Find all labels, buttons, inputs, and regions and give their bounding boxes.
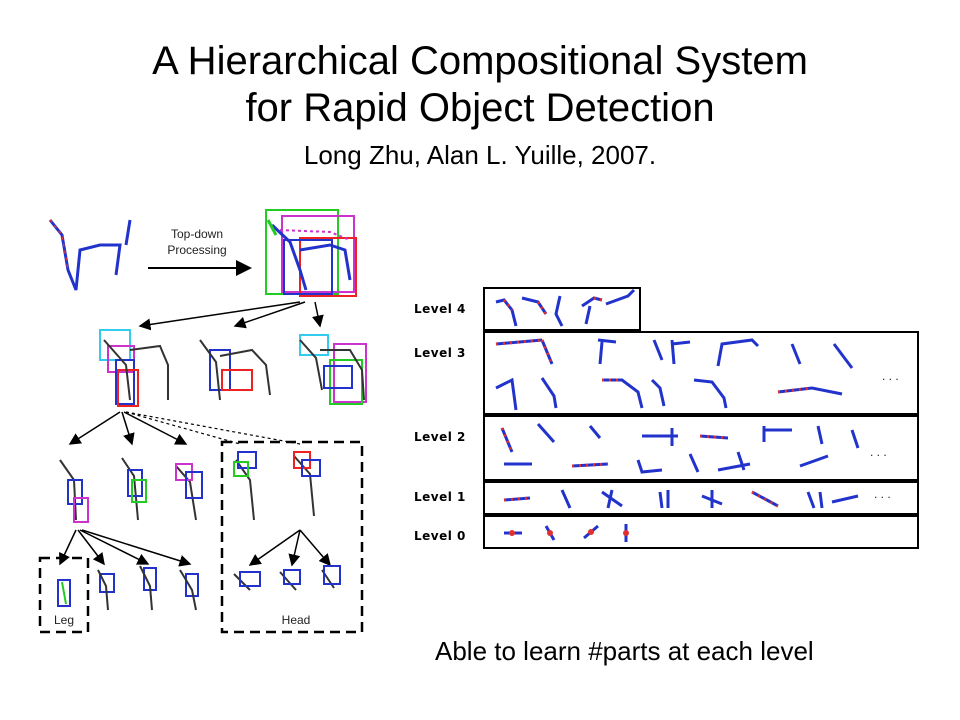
level-2-ellipsis: . . . — [870, 445, 887, 459]
leg-parts — [57, 565, 199, 611]
level-2-panel — [483, 415, 919, 481]
horse-detected-top — [265, 209, 357, 297]
level-3-parts — [495, 338, 854, 411]
level-0-panel — [483, 515, 919, 549]
left-hierarchy-figure: Top-down Processing — [38, 209, 367, 634]
level-3-panel — [483, 331, 919, 415]
level-3-ellipsis: . . . — [882, 369, 899, 383]
level-1-ellipsis: . . . — [874, 487, 891, 501]
head-parts — [233, 451, 341, 591]
leg-group-box — [38, 556, 90, 634]
horse-detected-2 — [199, 339, 271, 401]
caption-text: Able to learn #parts at each level — [435, 636, 814, 666]
level-2-label: Level 2 — [414, 430, 466, 444]
right-levels-figure: . . . . . . . . . — [483, 287, 919, 549]
title-line-1: A Hierarchical Compositional System — [152, 39, 808, 83]
level-1-label: Level 1 — [414, 490, 466, 504]
level-4-panel — [483, 287, 641, 331]
head-group-box — [220, 440, 364, 634]
level-0-parts — [504, 524, 629, 542]
arrow-label-line-1: Top-down — [171, 227, 223, 241]
horse-detected-1 — [99, 329, 169, 407]
horse-detected-3 — [299, 334, 367, 405]
level-4-label: Level 4 — [414, 302, 466, 316]
level-1-parts — [503, 489, 859, 509]
level-3-label: Level 3 — [414, 346, 466, 360]
level-1-panel — [483, 481, 919, 515]
head-label: Head — [282, 613, 311, 627]
part-row-3 — [59, 457, 203, 523]
level-2-parts — [500, 423, 860, 474]
arrow-label-line-2: Processing — [167, 243, 226, 257]
leg-label: Leg — [54, 613, 74, 627]
title-line-2: for Rapid Object Detection — [245, 86, 715, 130]
subtitle-authors: Long Zhu, Alan L. Yuille, 2007. — [303, 140, 657, 170]
level-4-parts — [495, 288, 636, 327]
level-0-label: Level 0 — [414, 529, 466, 543]
horse-before-processing — [48, 219, 132, 291]
